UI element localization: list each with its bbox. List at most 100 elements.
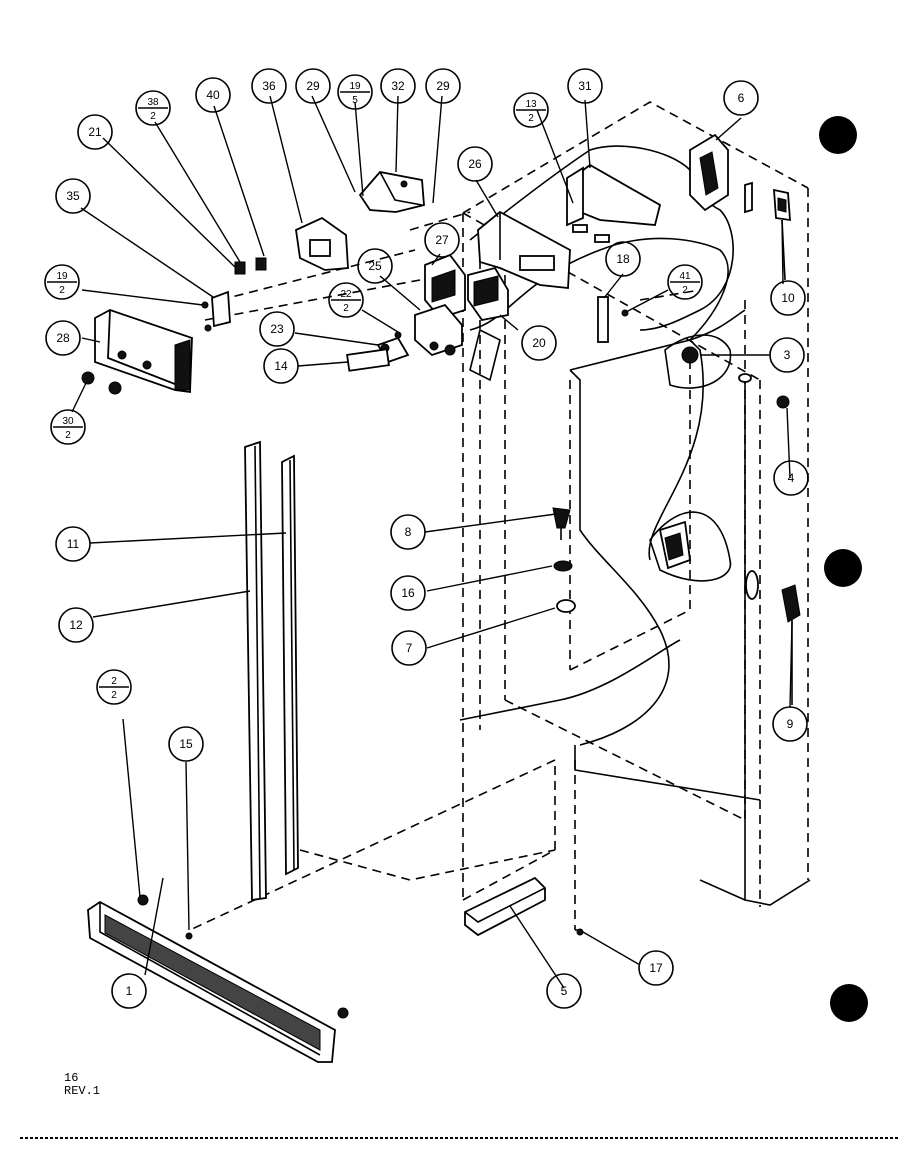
callout-6: 6 [723, 80, 759, 116]
callout-4: 4 [773, 460, 809, 496]
svg-text:7: 7 [406, 641, 413, 655]
svg-text:1: 1 [126, 984, 133, 998]
svg-text:38: 38 [147, 97, 159, 108]
part-7-cam [556, 599, 576, 613]
svg-text:2: 2 [150, 111, 156, 122]
svg-text:21: 21 [88, 125, 102, 139]
part-6-thermostat [689, 133, 753, 214]
svg-text:19: 19 [56, 271, 68, 282]
part-4-bulb [776, 395, 790, 409]
callout-31: 31 [567, 68, 603, 104]
svg-text:2: 2 [111, 690, 117, 701]
center-mullion [459, 237, 761, 801]
part-25-motor [414, 303, 463, 357]
callout-11: 11 [55, 526, 91, 562]
callout-26: 26 [457, 146, 493, 182]
svg-text:8: 8 [405, 525, 412, 539]
svg-text:2: 2 [528, 113, 534, 124]
part-14-cover [346, 348, 390, 372]
svg-text:6: 6 [738, 91, 745, 105]
svg-text:2: 2 [65, 430, 71, 441]
callout-28: 28 [45, 320, 81, 356]
part-20-damper [467, 266, 509, 321]
callout-35: 35 [55, 178, 91, 214]
svg-text:2: 2 [343, 303, 349, 314]
part-3-light-socket [681, 346, 752, 383]
svg-text:2: 2 [59, 285, 65, 296]
callout-22-2: 22 2 [328, 282, 364, 318]
callout-3: 3 [769, 337, 805, 373]
page-number: 16 [64, 1071, 79, 1085]
svg-text:5: 5 [352, 95, 358, 106]
callout-32: 32 [380, 68, 416, 104]
callout-1: 1 [111, 973, 147, 1009]
svg-text:14: 14 [274, 359, 288, 373]
callout-25: 25 [357, 248, 393, 284]
callout-15: 15 [168, 726, 204, 762]
callout-29-left: 29 [295, 68, 331, 104]
callout-29-right: 29 [425, 68, 461, 104]
part-17-screw [576, 928, 584, 936]
callout-5: 5 [546, 973, 582, 1009]
svg-text:17: 17 [649, 961, 663, 975]
svg-text:9: 9 [787, 717, 794, 731]
svg-text:15: 15 [179, 737, 193, 751]
svg-text:41: 41 [679, 271, 691, 282]
callout-8: 8 [390, 514, 426, 550]
svg-text:16: 16 [401, 586, 415, 600]
part-28-control-panel [81, 309, 193, 395]
part-1-grille [87, 894, 349, 1063]
svg-text:22: 22 [340, 289, 352, 300]
part-5-block [464, 876, 546, 937]
callout-16: 16 [390, 575, 426, 611]
callout-14: 14 [263, 348, 299, 384]
callout-10: 10 [770, 280, 806, 316]
callout-13-2: 13 2 [513, 92, 549, 128]
svg-text:4: 4 [788, 471, 795, 485]
binder-hole-bottom [830, 984, 868, 1022]
svg-text:3: 3 [784, 348, 791, 362]
svg-text:35: 35 [66, 189, 80, 203]
part-36-bracket [295, 216, 349, 271]
part-16-washer [553, 560, 573, 572]
callout-2-2: 2 2 [96, 669, 132, 705]
svg-text:11: 11 [67, 537, 80, 551]
callout-36: 36 [251, 68, 287, 104]
part-8-shaft [552, 507, 571, 540]
svg-text:27: 27 [435, 233, 449, 247]
svg-text:19: 19 [349, 81, 361, 92]
binder-hole-top [819, 116, 857, 154]
leader-lines [71, 95, 793, 989]
callout-19-5: 19 5 [337, 74, 373, 110]
svg-text:26: 26 [468, 157, 482, 171]
callout-40: 40 [195, 77, 231, 113]
part-22-screw [394, 331, 402, 339]
callout-19-2: 19 2 [44, 264, 80, 300]
part-12-strip [244, 440, 267, 902]
part-26-duct [477, 210, 571, 289]
callout-18: 18 [605, 241, 641, 277]
svg-text:10: 10 [781, 291, 795, 305]
callout-30-2: 30 2 [50, 409, 86, 445]
callout-21: 21 [77, 114, 113, 150]
svg-text:2: 2 [682, 285, 688, 296]
svg-text:31: 31 [578, 79, 592, 93]
part-9-switch [658, 520, 801, 705]
part-15-screw [185, 932, 193, 940]
part-10-knob [773, 188, 791, 281]
part-35-bracket [201, 290, 231, 332]
callout-20: 20 [521, 325, 557, 361]
callout-38-2: 38 2 [135, 90, 171, 126]
svg-text:2: 2 [111, 676, 117, 687]
svg-text:29: 29 [306, 79, 320, 93]
svg-text:23: 23 [270, 322, 284, 336]
svg-text:36: 36 [262, 79, 276, 93]
svg-text:29: 29 [436, 79, 450, 93]
callout-41-2: 41 2 [667, 264, 703, 300]
part-11-strip [281, 454, 299, 876]
svg-text:25: 25 [368, 259, 382, 273]
callout-23: 23 [259, 311, 295, 347]
svg-text:13: 13 [525, 99, 537, 110]
page-footer: 16 REV.1 [64, 1072, 100, 1098]
